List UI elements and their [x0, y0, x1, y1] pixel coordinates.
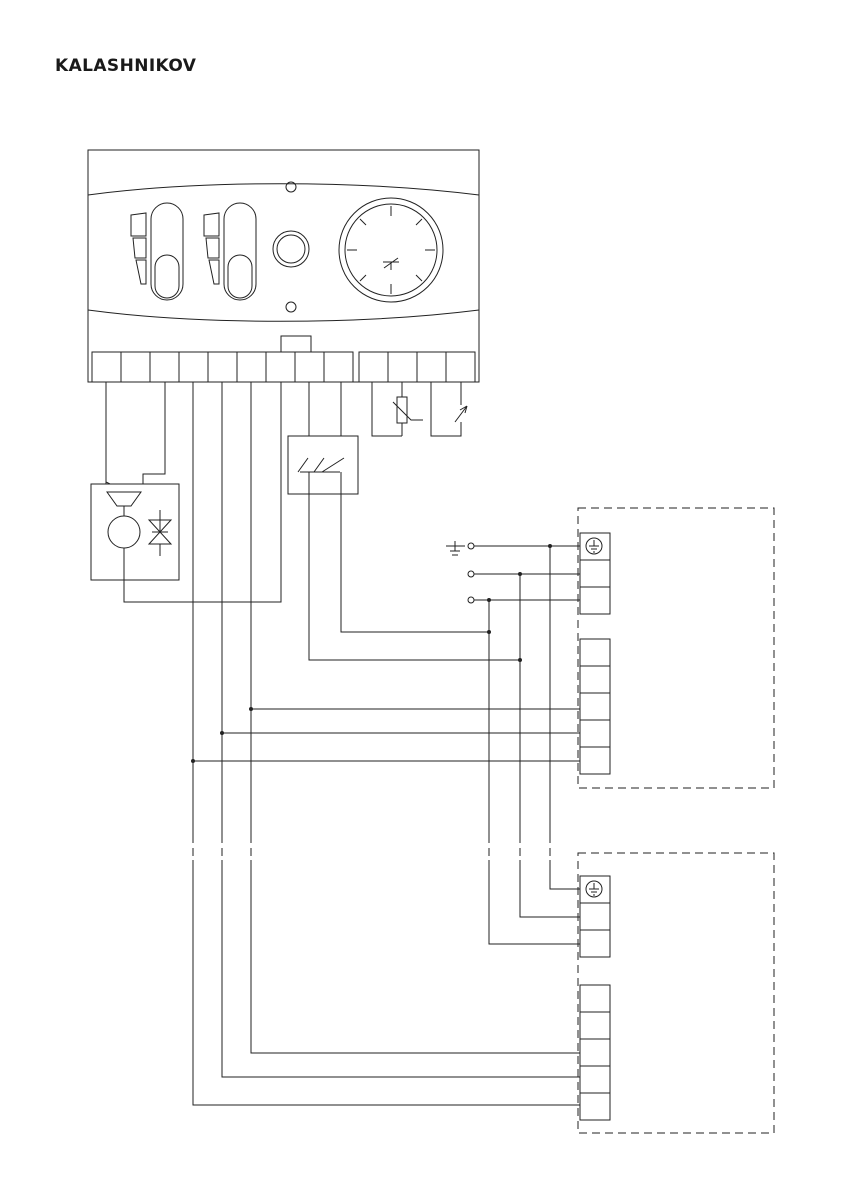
terminal-n	[468, 597, 474, 603]
terminal-l	[468, 571, 474, 577]
terminal-pe	[468, 543, 474, 549]
terminal-strip-left	[92, 352, 353, 382]
temperature-sensor	[372, 382, 423, 436]
terminal-strip-right	[359, 352, 475, 382]
thermostat-relay	[288, 436, 358, 494]
external-unit-1	[578, 508, 774, 788]
reset-button[interactable]	[273, 231, 309, 267]
screw-icon	[286, 302, 296, 312]
pressure-switch	[431, 382, 467, 436]
slider-control-2[interactable]	[204, 203, 256, 300]
control-panel	[88, 150, 479, 382]
wiring-lines	[106, 382, 580, 1105]
thermometer-dial-icon	[339, 198, 443, 302]
external-unit-2	[578, 853, 774, 1133]
slider-control-1[interactable]	[131, 203, 183, 300]
motorized-valve	[91, 484, 179, 580]
ground-symbol-icon	[446, 541, 465, 555]
